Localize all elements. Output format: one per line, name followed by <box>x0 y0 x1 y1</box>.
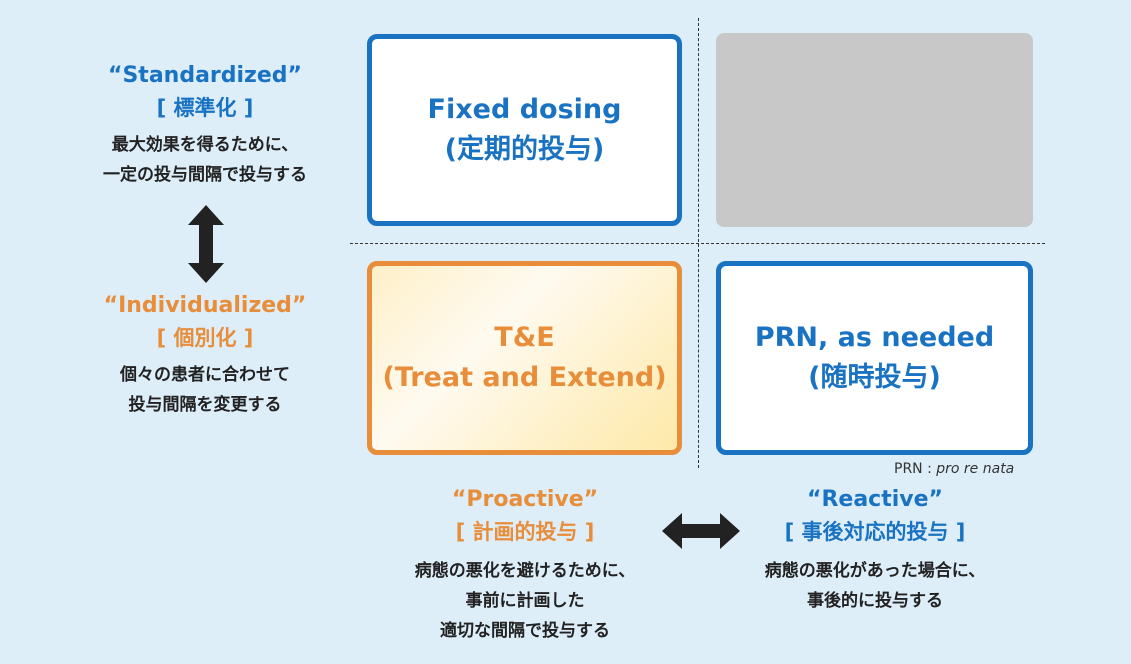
prn-ja-label: (随時投与) <box>808 362 941 393</box>
horizontal-divider <box>350 243 1045 244</box>
fixed-dosing-box: Fixed dosing (定期的投与) <box>367 34 682 226</box>
te-label: T&E <box>494 322 555 353</box>
individualized-title: “Individualized” <box>103 293 307 318</box>
prn-footnote-full: pro re nata <box>936 461 1015 477</box>
te-full-label: (Treat and Extend) <box>382 362 667 393</box>
horizontal-double-arrow-icon <box>662 513 740 549</box>
standardized-title: “Standardized” <box>108 63 302 88</box>
proactive-title: “Proactive” <box>451 487 599 512</box>
reactive-subtitle: [ 事後対応的投与 ] <box>784 520 966 544</box>
empty-quadrant <box>716 33 1033 227</box>
standardized-subtitle: [ 標準化 ] <box>156 96 254 120</box>
prn-footnote-abbr: PRN : <box>894 461 937 477</box>
proactive-desc-line-2: 事前に計画した <box>465 591 585 611</box>
prn-label: PRN, as needed <box>754 322 995 353</box>
fixed-dosing-ja-label: (定期的投与) <box>444 134 605 165</box>
standardized-desc-line-1: 最大効果を得るために、 <box>111 135 299 155</box>
treat-and-extend-box: T&E (Treat and Extend) <box>367 261 682 455</box>
proactive-subtitle: [ 計画的投与 ] <box>455 520 595 544</box>
individualized-desc-line-2: 投与間隔を変更する <box>128 395 282 415</box>
proactive-desc-line-3: 適切な間隔で投与する <box>440 621 610 641</box>
individualized-label-group: “Individualized” [ 個別化 ] 個々の患者に合わせて 投与間隔… <box>40 290 370 420</box>
prn-box: PRN, as needed (随時投与) <box>716 261 1033 455</box>
proactive-label-group: “Proactive” [ 計画的投与 ] 病態の悪化を避けるために、 事前に計… <box>355 484 695 646</box>
standardized-desc-line-2: 一定の投与間隔で投与する <box>103 165 307 185</box>
proactive-desc-line-1: 病態の悪化を避けるために、 <box>414 561 636 581</box>
reactive-label-group: “Reactive” [ 事後対応的投与 ] 病態の悪化があった場合に、 事後的… <box>705 484 1045 616</box>
prn-footnote: PRN : pro re nata <box>894 461 1014 477</box>
individualized-subtitle: [ 個別化 ] <box>156 326 254 350</box>
fixed-dosing-label: Fixed dosing <box>427 94 622 125</box>
reactive-title: “Reactive” <box>807 487 943 512</box>
vertical-double-arrow-icon <box>188 205 224 283</box>
standardized-label-group: “Standardized” [ 標準化 ] 最大効果を得るために、 一定の投与… <box>40 60 370 190</box>
reactive-desc-line-1: 病態の悪化があった場合に、 <box>764 561 986 581</box>
reactive-desc-line-2: 事後的に投与する <box>807 591 943 611</box>
individualized-desc-line-1: 個々の患者に合わせて <box>120 365 290 385</box>
